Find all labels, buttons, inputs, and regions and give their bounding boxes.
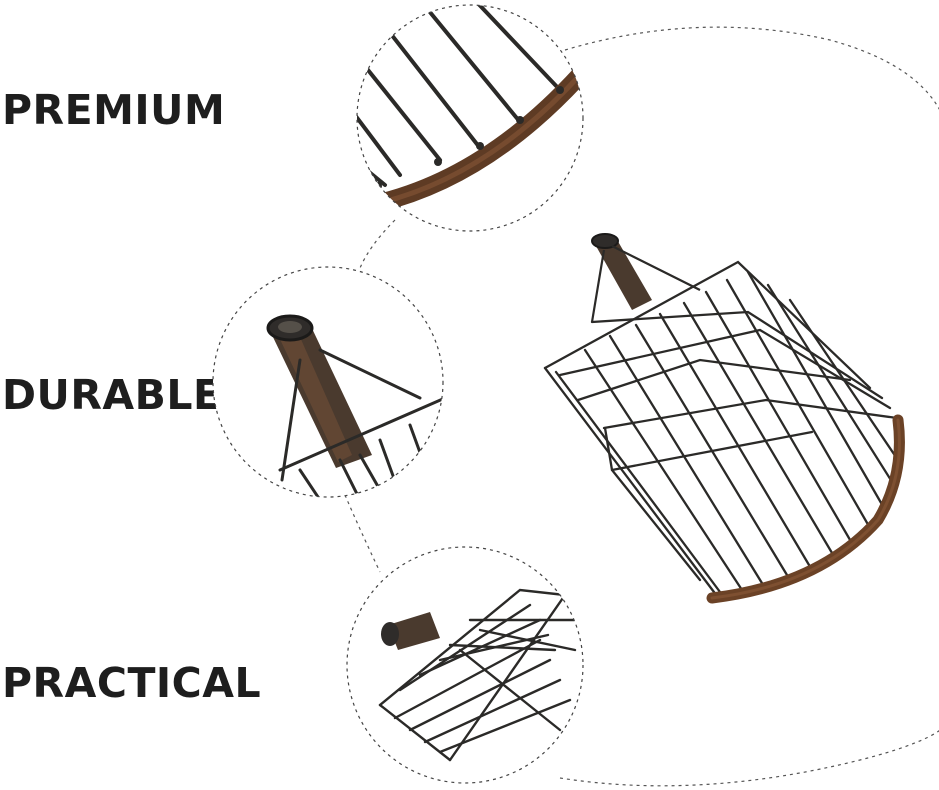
detail-circle-tines xyxy=(356,4,584,232)
highlight-ellipse xyxy=(559,26,939,787)
detail-circle-basket xyxy=(346,546,584,784)
connector-lines xyxy=(344,219,396,573)
handle-socket-icon xyxy=(590,233,701,323)
main-product-icon xyxy=(543,233,905,604)
detail-circle-handle xyxy=(212,266,444,498)
feature-label-premium: PREMIUM xyxy=(2,86,226,134)
feature-label-durable: DURABLE xyxy=(2,371,222,419)
feature-label-practical: PRACTICAL xyxy=(2,659,262,707)
